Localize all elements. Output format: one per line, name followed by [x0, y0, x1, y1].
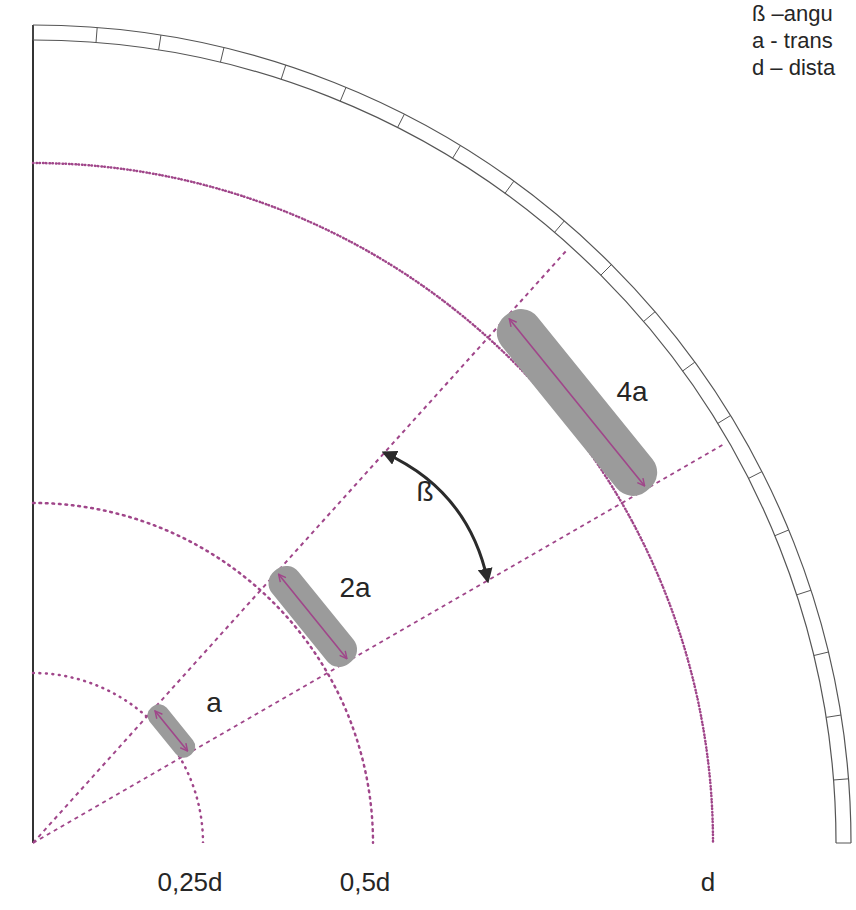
scale-tick	[220, 48, 224, 63]
scale-arc	[33, 25, 851, 843]
scale-tick	[834, 779, 849, 780]
distance-arc	[33, 673, 203, 843]
distance-label: 0,25d	[157, 869, 222, 895]
legend-note: ß –angu	[752, 3, 833, 25]
scale-tick	[814, 652, 829, 656]
scale-tick	[505, 181, 514, 193]
size-arrow	[155, 711, 188, 751]
scale-tick	[281, 65, 286, 79]
size-arrow	[279, 574, 347, 658]
distance-arc	[33, 503, 373, 843]
vertical-axis	[32, 25, 34, 843]
distance-label: 0,5d	[340, 869, 391, 895]
scale-tick	[836, 843, 851, 844]
scale-arc	[33, 40, 836, 843]
object-shape	[488, 301, 665, 505]
scale-tick	[555, 221, 565, 232]
scale-tick	[644, 312, 655, 322]
size-label: 4a	[616, 378, 647, 406]
angle-arrow	[384, 453, 487, 581]
scale-tick	[96, 28, 97, 43]
scale-tick	[159, 35, 161, 50]
distance-arc	[33, 163, 713, 843]
scale-tick	[797, 590, 811, 595]
distance-label: d	[701, 869, 715, 895]
legend-note: a - trans	[752, 30, 833, 52]
scale-tick	[340, 87, 346, 101]
object-body	[488, 301, 665, 505]
scale-tick	[683, 362, 695, 371]
angle-label: ß	[416, 478, 433, 506]
scale-tick	[601, 265, 612, 276]
scale-tick	[748, 472, 761, 479]
scale-tick	[453, 146, 461, 159]
scale-tick	[398, 114, 405, 127]
scale-tick	[718, 416, 731, 424]
size-label: 2a	[339, 574, 370, 602]
sight-ray	[33, 443, 726, 843]
size-label: a	[206, 689, 222, 717]
object-body	[143, 700, 199, 762]
scale-tick	[826, 715, 841, 717]
scale-tick	[33, 25, 34, 40]
scale-tick	[775, 530, 789, 536]
object-shape	[143, 700, 199, 762]
legend-note: d – dista	[752, 57, 835, 79]
sight-ray	[33, 248, 568, 843]
